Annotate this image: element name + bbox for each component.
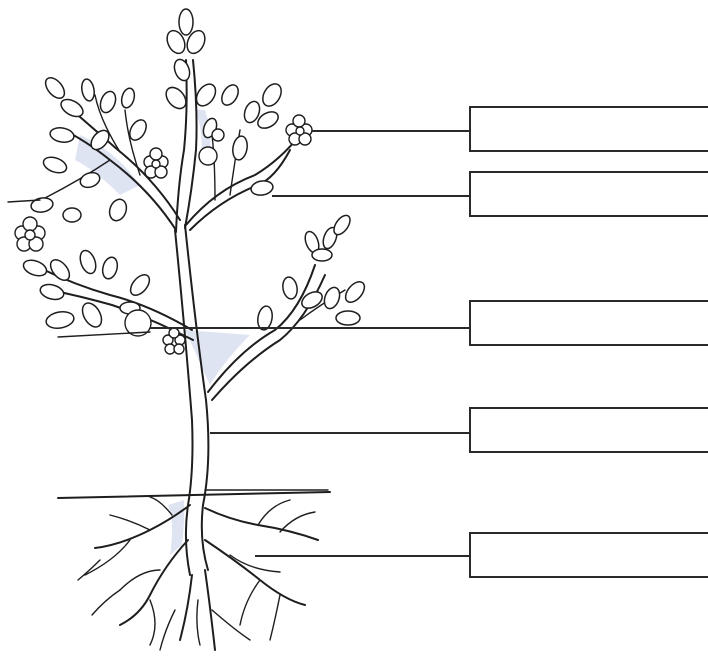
label-box-stem[interactable]	[469, 407, 708, 453]
ground-line	[58, 492, 330, 498]
flower-left	[15, 217, 45, 251]
flower-upper-left	[144, 148, 168, 178]
roots	[78, 497, 318, 650]
label-box-root[interactable]	[469, 532, 708, 578]
label-box-branch[interactable]	[469, 300, 708, 346]
label-box-flower[interactable]	[469, 106, 708, 152]
bud	[199, 147, 217, 165]
bud-2	[212, 129, 224, 141]
flower-middle	[163, 328, 185, 354]
flower-top-right	[286, 115, 312, 145]
label-box-leaf[interactable]	[469, 171, 708, 217]
